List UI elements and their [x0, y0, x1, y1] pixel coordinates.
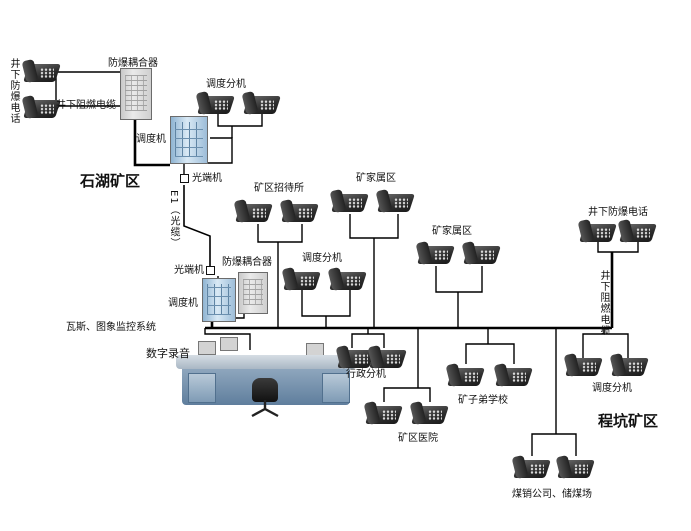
phone-dispatch-mid-1 — [281, 266, 321, 292]
phone-guesthouse-2 — [279, 198, 319, 224]
phone-underground-left-2 — [21, 94, 61, 120]
wire-school-pair — [465, 343, 515, 364]
phone-admin-2 — [367, 344, 407, 370]
label-guesthouse: 矿区招待所 — [254, 183, 304, 194]
phone-guesthouse-1 — [233, 198, 273, 224]
phone-underground-left-1 — [21, 58, 61, 84]
label-optical-top: 光端机 — [192, 173, 222, 184]
phone-underground-right-1 — [577, 218, 617, 244]
optical-terminal-top — [180, 174, 189, 183]
wire-ext-mid-pair — [301, 290, 351, 317]
wire-family1-pair — [349, 214, 399, 239]
phone-dispatch-top-1 — [195, 90, 235, 116]
region-shihu: 石湖矿区 — [80, 172, 141, 190]
label-dispatch-ext-top: 调度分机 — [206, 79, 246, 90]
phone-dispatch-mid-2 — [327, 266, 367, 292]
wire-dispatch-ext-top — [205, 137, 233, 164]
wire-console-bus — [204, 328, 251, 350]
label-optical-mid: 光端机 — [174, 265, 204, 276]
label-e1-fiber: E1（光缆） — [168, 190, 179, 249]
coupler-cabinet-top — [120, 68, 152, 120]
label-dispatch-top: 调度机 — [136, 134, 166, 145]
label-admin-ext: 行政分机 — [346, 369, 386, 380]
dispatch-cabinet-mid — [202, 278, 236, 322]
wire-ext-right-pair — [582, 333, 629, 366]
label-underground-cable-left: 井下阻燃电缆 — [56, 100, 116, 111]
label-underground-phone-right: 井下防爆电话 — [588, 207, 648, 218]
phone-dispatch-right-2 — [609, 352, 649, 378]
console-chair — [252, 378, 278, 402]
phone-family1-1 — [329, 188, 369, 214]
phone-underground-right-2 — [617, 218, 657, 244]
label-coupler-mid: 防爆耦合器 — [222, 257, 272, 268]
phone-coal-2 — [555, 454, 595, 480]
monitor-center — [220, 337, 238, 351]
phone-admin-1 — [335, 344, 375, 370]
phone-school-1 — [445, 362, 485, 388]
label-dispatch-ext-mid: 调度分机 — [302, 253, 342, 264]
wire-coal-pair — [531, 433, 577, 456]
label-underground-phone-left: 井下防爆电话 — [8, 58, 19, 124]
wire-family2-pair — [435, 266, 483, 293]
wire-guesthouse-pair — [257, 224, 303, 243]
label-underground-cable-right: 井下阻燃电缆 — [598, 270, 609, 336]
label-hospital: 矿区医院 — [398, 433, 438, 444]
chair-base — [251, 400, 279, 418]
phone-hospital-1 — [363, 400, 403, 426]
monitor-left — [198, 341, 216, 355]
label-dispatch-mid: 调度机 — [168, 298, 198, 309]
phone-dispatch-top-2 — [241, 90, 281, 116]
label-coal-sales: 煤销公司、储煤场 — [512, 489, 592, 500]
region-chengkeng: 程坑矿区 — [598, 412, 659, 430]
label-coupler-top: 防爆耦合器 — [108, 58, 158, 69]
label-dispatch-ext-right: 调度分机 — [592, 383, 632, 394]
phone-dispatch-right-1 — [563, 352, 603, 378]
label-family-area-2: 矿家属区 — [432, 226, 472, 237]
phone-hospital-2 — [409, 400, 449, 426]
label-gas-monitoring: 瓦斯、图象监控系统 — [66, 322, 156, 333]
optical-terminal-mid — [206, 266, 215, 275]
wire-e1-fiber — [183, 185, 211, 268]
phone-family2-1 — [415, 240, 455, 266]
wire-underground-right-pair — [597, 238, 639, 253]
label-school: 矿子弟学校 — [458, 395, 508, 406]
label-family-area-1: 矿家属区 — [356, 173, 396, 184]
wire-ext-top-pair — [217, 108, 263, 127]
label-digital-recording: 数字录音 — [146, 347, 190, 360]
phone-family2-2 — [461, 240, 501, 266]
phone-school-2 — [493, 362, 533, 388]
phone-family1-2 — [375, 188, 415, 214]
wire-hospital-pair — [383, 387, 431, 402]
wire-coupler-dispatch-top — [133, 108, 170, 167]
phone-coal-1 — [511, 454, 551, 480]
dispatch-cabinet-top — [170, 116, 208, 164]
coupler-cabinet-mid — [238, 272, 268, 314]
